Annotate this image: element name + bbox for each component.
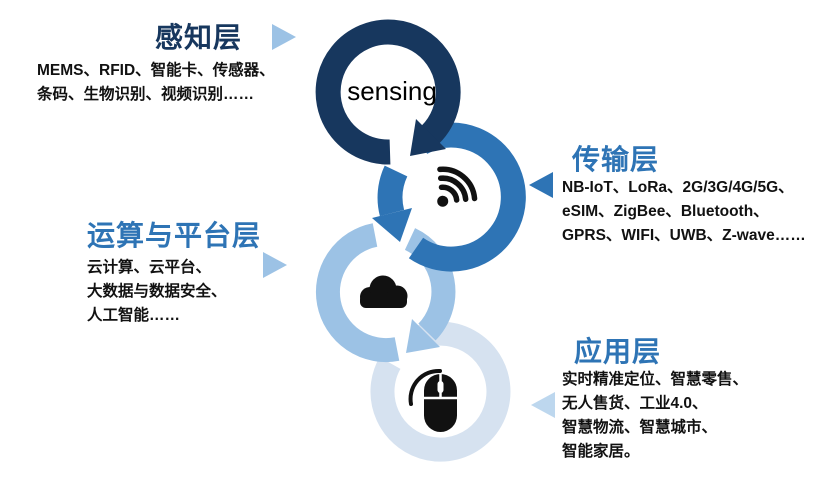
pointer-triangle-sensing [272,24,296,50]
ring-transmission [372,122,526,272]
ring-arrowhead [406,319,440,353]
layer-title-sensing: 感知层 [155,22,243,53]
sensing-ring-label: sensing [347,76,437,106]
ring-sensing [315,19,461,165]
text-line: NB-IoT、LoRa、2G/3G/4G/5G、 [562,179,794,196]
wifi-icon [437,166,478,207]
ring-arrowhead [410,119,446,156]
text-line: GPRS、WIFI、UWB、Z-wave…… [562,227,806,245]
pointer-triangle-application [531,392,555,418]
text-line: 条码、生物识别、视频识别…… [37,86,255,104]
text-line: 智能家居。 [562,443,640,461]
layer-items-application: 实时精准定位、智慧零售、 无人售货、工业4.0、 智慧物流、智慧城市、 智能家居… [562,368,748,464]
text-line: eSIM、ZigBee、Bluetooth、 [562,203,769,221]
layer-title-platform: 运算与平台层 [87,220,262,251]
pointer-triangle-platform [263,252,287,278]
mouse-icon [408,368,457,432]
layer-title-application: 应用层 [574,336,662,367]
text-line: MEMS、RFID、智能卡、传感器、 [37,62,275,79]
layer-items-sensing: MEMS、RFID、智能卡、传感器、 条码、生物识别、视频识别…… [37,59,275,107]
layer-items-transmission: NB-IoT、LoRa、2G/3G/4G/5G、 eSIM、ZigBee、Blu… [562,176,806,248]
cloud-icon [360,275,408,308]
layer-items-platform: 云计算、云平台、 大数据与数据安全、 人工智能…… [87,256,227,328]
ring-arrowhead [372,208,412,242]
ring-arc [370,321,511,462]
text-line: 人工智能…… [87,307,181,325]
text-line: 智慧物流、智慧城市、 [562,419,718,437]
text-line: 大数据与数据安全、 [87,283,227,301]
text-line: 云计算、云平台、 [87,259,212,276]
ring-arc [377,165,408,217]
pointer-triangle-transmission [529,172,553,198]
layer-title-transmission: 传输层 [572,144,660,175]
ring-arc [408,122,526,272]
ring-application [370,321,511,462]
ring-arc [315,223,400,363]
text-line: 无人售货、工业4.0、 [562,395,708,413]
text-line: 实时精准定位、智慧零售、 [562,371,749,388]
ring-arc [315,19,461,165]
